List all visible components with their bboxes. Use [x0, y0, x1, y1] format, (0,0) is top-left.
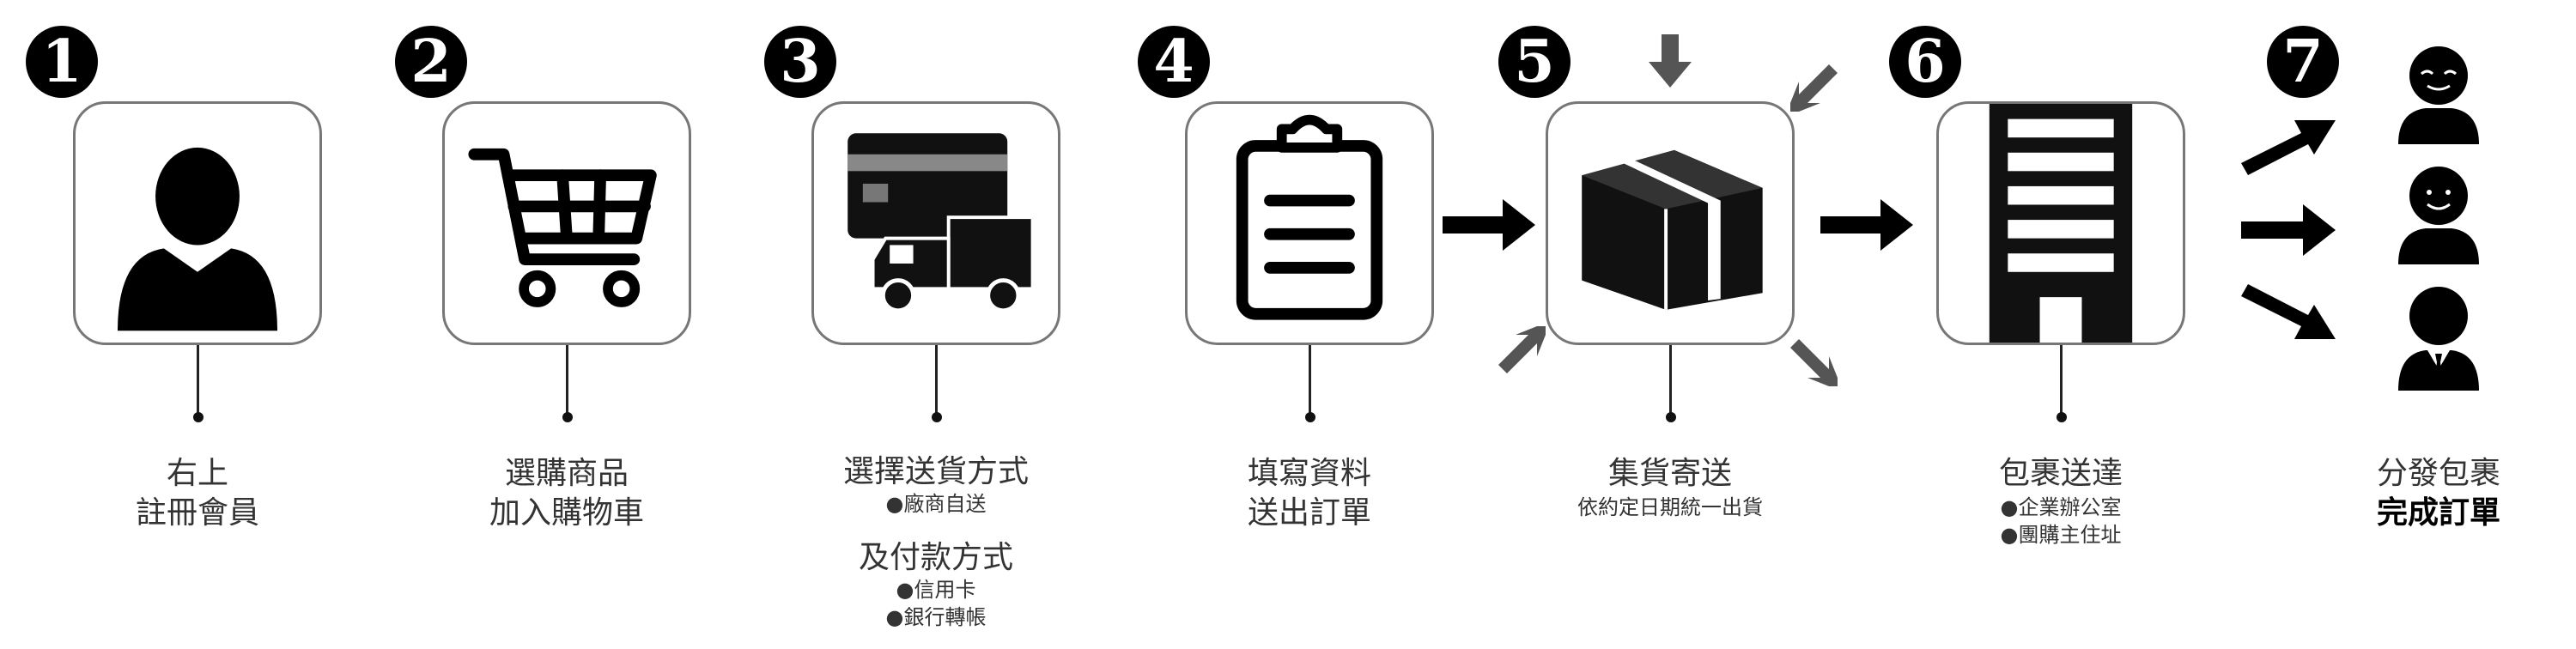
- step-5-card: [1546, 101, 1795, 345]
- step-7-title-2: 完成訂單: [2376, 495, 2500, 531]
- step-number-3: 3: [764, 26, 836, 98]
- arrow-up-right-icon: [2241, 112, 2336, 180]
- arrow-right-icon: [1820, 199, 1913, 251]
- step-6-connector: [2060, 345, 2063, 419]
- step-number-5: 5: [1498, 26, 1571, 98]
- step-number-6: 6: [1889, 26, 1961, 98]
- arrow-right-icon: [2241, 204, 2336, 256]
- arrow-down-right-icon: [2241, 279, 2336, 348]
- step-1: 1 右上 註冊會員: [17, 0, 378, 649]
- step-2-dot: [562, 412, 573, 422]
- arrow-down-icon: [1649, 34, 1692, 88]
- arrow-diagonal-bottom-left-icon: [1498, 326, 1546, 373]
- step-6-dot: [2057, 412, 2067, 422]
- step-4-card: [1185, 101, 1434, 345]
- step-5: 5 集貨寄送 依約定日期統一出貨: [1490, 0, 1850, 649]
- step-5-dot: [1666, 412, 1676, 422]
- step-6-card: [1936, 101, 2185, 345]
- user-icon: [118, 147, 277, 331]
- step-1-dot: [193, 412, 204, 422]
- people-icon: [2383, 43, 2494, 403]
- step-1-connector: [197, 345, 199, 419]
- arrow-right-icon: [1443, 199, 1535, 251]
- box-icon: [1582, 149, 1763, 310]
- step-1-title-2: 註冊會員: [135, 495, 259, 531]
- step-4-connector: [1309, 345, 1311, 419]
- step-3-connector: [935, 345, 938, 419]
- shopping-cart-icon: [468, 148, 657, 307]
- step-2-card: [442, 101, 691, 345]
- step-2: 2 選購商品 加入購物車: [386, 0, 747, 649]
- step-6-sub-2: ●團購主住址: [2000, 523, 2122, 547]
- step-4-dot: [1305, 412, 1315, 422]
- step-4: 4 填寫資料 送出訂單: [1129, 0, 1490, 649]
- step-2-title-1: 選購商品: [504, 456, 629, 491]
- arrow-diagonal-top-right-icon: [1790, 64, 1838, 112]
- step-3-card: [811, 101, 1060, 345]
- step-4-title-1: 填寫資料: [1247, 456, 1371, 491]
- step-5-connector: [1669, 345, 1672, 419]
- step-3-sub-1: ●廠商自送: [885, 492, 987, 516]
- step-3-sub-2: ●信用卡: [896, 578, 976, 602]
- step-number-2: 2: [395, 26, 467, 98]
- step-number-1: 1: [26, 26, 98, 98]
- arrow-diagonal-bottom-right-icon: [1790, 339, 1838, 386]
- step-7: 7 分發包裹 完成訂單: [2215, 0, 2576, 649]
- step-5-sub-1: 依約定日期統一出貨: [1577, 495, 1763, 519]
- step-3-dot: [932, 412, 942, 422]
- building-icon: [1989, 104, 2133, 343]
- card-truck-icon: [848, 133, 1035, 313]
- step-5-title-1: 集貨寄送: [1607, 456, 1732, 491]
- step-number-7: 7: [2267, 26, 2339, 98]
- step-3-title-2: 及付款方式: [858, 540, 1013, 575]
- step-6-title-1: 包裹送達: [1998, 456, 2123, 491]
- step-4-title-2: 送出訂單: [1247, 495, 1371, 531]
- step-1-title-1: 右上: [166, 456, 228, 491]
- step-6-sub-1: ●企業辦公室: [2000, 495, 2122, 519]
- step-3-title-1: 選擇送貨方式: [842, 454, 1029, 489]
- step-7-title-1: 分發包裹: [2376, 456, 2500, 491]
- step-1-card: [73, 101, 322, 345]
- step-3: 3 選擇送貨方式 ●廠商自送 及付款方式 ●信用卡 ●銀行轉帳: [756, 0, 1116, 649]
- step-number-4: 4: [1138, 26, 1210, 98]
- step-3-sub-3: ●銀行轉帳: [885, 605, 987, 629]
- step-2-connector: [566, 345, 568, 419]
- step-2-title-2: 加入購物車: [489, 495, 644, 531]
- clipboard-icon: [1236, 114, 1383, 320]
- step-6: 6 包裹送達 ●企業辦公室 ●團購主住址: [1880, 0, 2241, 649]
